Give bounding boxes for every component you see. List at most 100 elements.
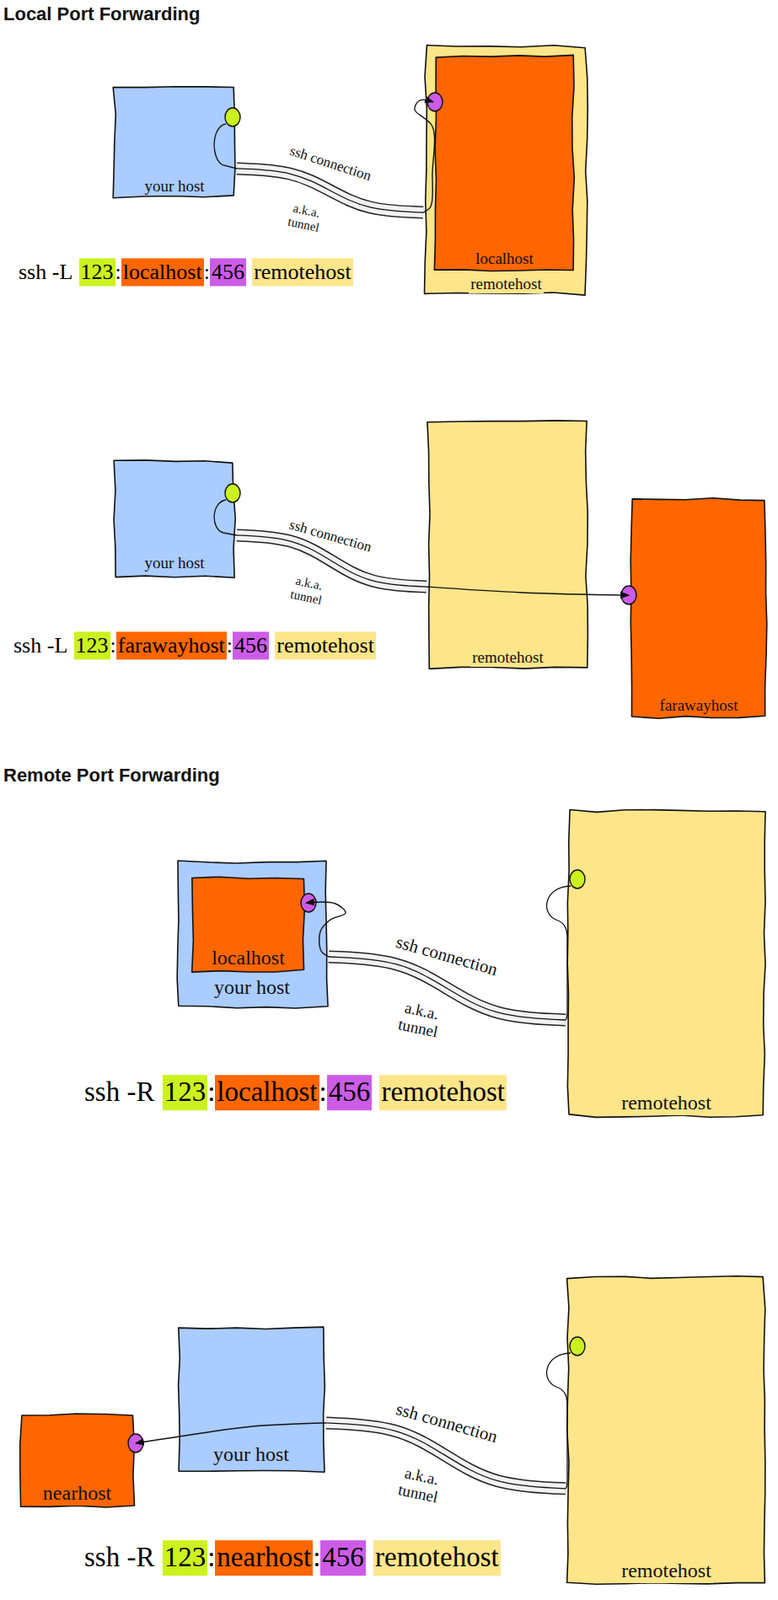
command-part: :: [207, 1539, 215, 1576]
host-shape: [112, 86, 236, 199]
command-part: :: [203, 257, 210, 286]
host-box: localhost: [190, 874, 306, 974]
command-line: ssh -R123:nearhost:456remotehost: [84, 1539, 501, 1576]
tunnel-note: a.k.a. tunnel: [397, 997, 441, 1041]
traffic-line: [547, 885, 571, 1020]
host-name: localhost: [473, 249, 536, 269]
tunnel-note: a.k.a. tunnel: [397, 1463, 441, 1506]
host-box: remotehost localhost: [423, 43, 590, 296]
host-box: farawayhost: [628, 496, 769, 720]
traffic-line: [426, 586, 629, 596]
host-label-row: your host: [176, 1443, 327, 1467]
command-part: remotehost: [274, 631, 376, 660]
command-part: ssh -R: [84, 1539, 155, 1576]
traffic-line: [214, 123, 237, 169]
host-name: remotehost: [619, 1091, 714, 1116]
listen-port: [569, 1336, 585, 1356]
command-part: :: [226, 631, 233, 660]
command-part: 456: [209, 257, 247, 286]
host-outline: [433, 53, 576, 274]
command-part: remotehost: [373, 1539, 501, 1576]
command-part: :: [207, 1074, 215, 1111]
host-shape: [427, 420, 588, 670]
traffic-line: [414, 99, 435, 213]
forward-arrow: [305, 901, 346, 957]
host-name: your host: [212, 976, 292, 1000]
port-loops: [214, 123, 571, 1489]
command-part: 456: [232, 631, 269, 660]
command-part: 123: [162, 1074, 209, 1111]
command-part: ssh -L: [18, 257, 73, 286]
command-line: ssh -R123:localhost:456remotehost: [84, 1074, 507, 1111]
command-part: localhost: [121, 257, 204, 286]
listen-port: [225, 483, 241, 503]
host-label-row: your host: [175, 976, 329, 1000]
section-heading: Remote Port Forwarding: [3, 764, 220, 786]
host-name: localhost: [209, 946, 287, 971]
host-box: your host localhost: [175, 859, 329, 1010]
host-label-row: remotehost: [565, 1559, 768, 1583]
section-heading-box: Remote Port Forwarding: [3, 764, 220, 786]
command-part: :: [312, 1539, 321, 1576]
command-part: farawayhost: [116, 631, 227, 660]
command-part: 123: [79, 257, 116, 286]
command-part: 123: [162, 1539, 209, 1576]
host-label-row: farawayhost: [628, 696, 769, 715]
traffic-line: [214, 499, 237, 536]
traffic-line: [135, 1422, 327, 1444]
host-label-row: remotehost: [423, 274, 590, 294]
forward-arrow: [135, 1422, 327, 1444]
section-heading: Local Port Forwarding: [3, 3, 200, 25]
host-box: remotehost: [565, 1274, 768, 1587]
target-port: [427, 92, 443, 112]
forward-arrow: [414, 99, 435, 213]
traffic-line: [236, 168, 424, 213]
host-label-row: localhost: [190, 946, 306, 971]
host-label-row: remotehost: [426, 648, 590, 667]
traffic-line: [305, 901, 346, 957]
host-label-row: nearhost: [18, 1481, 136, 1506]
host-shape: [178, 1326, 326, 1472]
host-box: nearhost: [18, 1411, 136, 1509]
command-line: ssh -L123:localhost:456remotehost: [18, 257, 354, 286]
command-part: nearhost: [214, 1539, 313, 1576]
tunnel-note-box: a.k.a. tunnel: [286, 200, 324, 235]
host-name: remotehost: [468, 274, 543, 294]
host-box: localhost: [433, 53, 576, 274]
host-name: your host: [142, 177, 206, 196]
host-box: remotehost: [565, 808, 768, 1119]
host-label-row: your host: [112, 177, 237, 196]
host-shape: [20, 1413, 135, 1508]
command-part: localhost: [214, 1074, 319, 1111]
host-shape: [424, 45, 589, 296]
host-label-row: remotehost: [565, 1091, 768, 1116]
host-outline: [426, 418, 590, 671]
tunnel-wall: [236, 168, 424, 213]
command-line: ssh -L123:farawayhost:456remotehost: [13, 631, 376, 660]
host-shape: [113, 460, 236, 578]
tunnel-note-box: a.k.a. tunnel: [396, 1464, 443, 1508]
command-part: ssh -R: [84, 1074, 155, 1111]
listen-port: [569, 869, 585, 889]
host-shape: [567, 810, 766, 1118]
edge-layer: [135, 99, 629, 1488]
command-part: :: [319, 1074, 328, 1111]
forward-arrow: [426, 586, 629, 596]
host-outline: [628, 496, 769, 720]
host-shape: [434, 54, 575, 271]
ssh-tunnel: [236, 168, 424, 213]
command-part: ssh -L: [13, 631, 68, 660]
traffic-line: [547, 1352, 571, 1489]
host-name: remotehost: [470, 648, 545, 667]
command-part: :: [115, 257, 122, 286]
host-shape: [630, 498, 768, 719]
host-shape: [567, 1276, 766, 1584]
section-heading-box: Local Port Forwarding: [3, 3, 200, 25]
command-part: 456: [327, 1074, 373, 1111]
command-part: remotehost: [252, 257, 354, 286]
tunnel-bore: [236, 168, 424, 213]
host-outline: [565, 1274, 768, 1587]
command-part: 123: [74, 631, 111, 660]
command-part: remotehost: [379, 1074, 507, 1111]
